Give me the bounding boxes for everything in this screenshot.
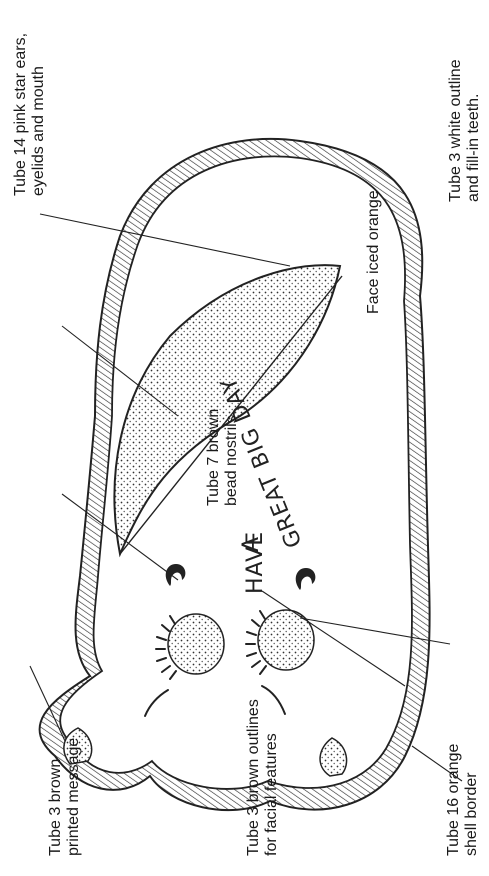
message-a: A	[239, 536, 264, 552]
label-orange-border: Tube 16 orange shell border	[445, 739, 480, 856]
label-brown-message: Tube 3 brown printed message	[47, 738, 82, 856]
label-brown-nostrils: Tube 7 brown bead nostrils	[205, 404, 240, 506]
left-eye	[168, 614, 224, 674]
label-face-orange: Face iced orange	[365, 190, 382, 314]
label-white-teeth: Tube 3 white outline and fill-in teeth.	[447, 55, 482, 202]
label-pink-ears: Tube 14 pink star ears, eyelids and mout…	[12, 29, 47, 197]
